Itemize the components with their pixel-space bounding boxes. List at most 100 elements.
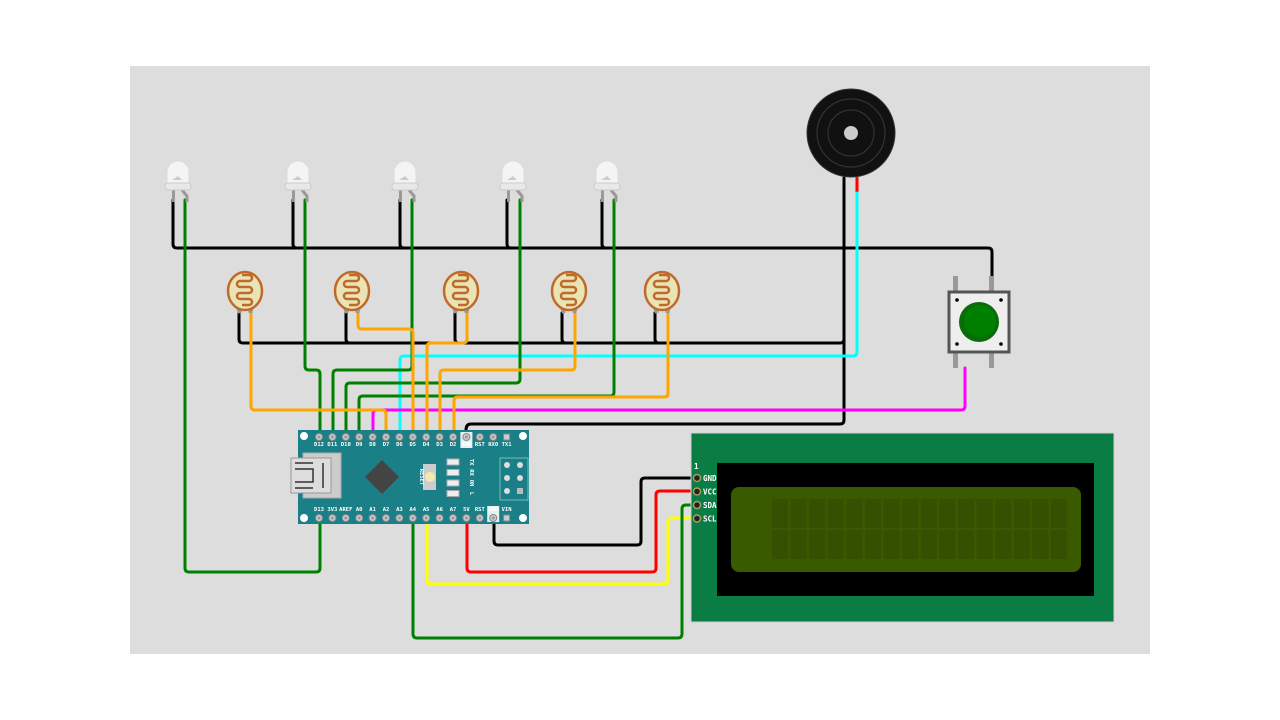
lcd-cell [958, 530, 974, 559]
nano-pin-aref[interactable]: AREF [339, 507, 352, 522]
wire-lcd-scl[interactable] [425, 516, 699, 586]
photoresistor-3[interactable] [442, 270, 480, 314]
lcd-cell [809, 499, 826, 528]
nano-pin-d9[interactable]: D9 [355, 433, 364, 449]
status-led-on [446, 479, 460, 487]
wire-buzzer-signal[interactable] [398, 191, 859, 439]
nano-pin-d3[interactable]: D3 [435, 433, 444, 449]
nano-pin-a5[interactable]: A5 [422, 507, 431, 522]
wire-ldr4-out[interactable] [438, 311, 577, 439]
nano-pin-a2[interactable]: A2 [382, 507, 390, 522]
lcd-cell [790, 530, 807, 559]
pushbutton[interactable] [947, 276, 1011, 368]
wire-ldr2-gnd[interactable] [344, 311, 352, 345]
wire-ldr1-out[interactable] [249, 311, 388, 439]
nano-pin-d4[interactable]: D4 [422, 433, 431, 449]
lcd-cell [902, 499, 919, 528]
lcd-cell [1013, 499, 1030, 528]
lcd-cell [883, 499, 900, 528]
wire-led4-anode[interactable] [344, 198, 522, 439]
lcd-cell [865, 499, 881, 528]
nano-pin-gnd[interactable]: GND [460, 432, 473, 448]
led-4[interactable] [499, 160, 527, 202]
lcd-cell [790, 499, 807, 528]
led-1[interactable] [164, 160, 192, 202]
nano-pin-vin[interactable]: VIN [502, 507, 512, 522]
pin-label: D8 [369, 442, 376, 448]
photoresistor-group [226, 270, 681, 314]
nano-pin-a0[interactable]: A0 [355, 507, 364, 522]
wire-ldr4-gnd[interactable] [560, 311, 568, 345]
nano-pin-rst[interactable]: RST [475, 433, 486, 449]
photoresistor-1[interactable] [226, 270, 264, 314]
wire-buzzer-gnd[interactable] [464, 176, 846, 439]
wire-ldr5-out[interactable] [452, 311, 670, 439]
nano-pin-tx1[interactable]: TX1 [502, 433, 513, 448]
wire-led3-cathode[interactable] [398, 198, 406, 250]
wire-lcd-sda[interactable] [411, 503, 699, 640]
nano-pin-d13[interactable]: D13 [314, 507, 324, 522]
lcd-cell [939, 530, 956, 559]
nano-pin-d6[interactable]: D6 [395, 433, 404, 449]
led-group [164, 160, 621, 202]
wire-led2-anode[interactable] [303, 198, 322, 439]
buzzer[interactable] [806, 88, 896, 178]
wire-lcd-vcc[interactable] [465, 489, 699, 574]
nano-pin-rx0[interactable]: RX0 [488, 433, 498, 449]
wire-button-signal[interactable] [371, 366, 967, 439]
wire-led1-anode[interactable] [183, 198, 322, 574]
nano-pin-d7[interactable]: D7 [382, 433, 390, 449]
lcd-cell [772, 530, 788, 559]
nano-pin-gnd[interactable]: GND [487, 506, 500, 522]
led-2[interactable] [284, 160, 312, 202]
led-3[interactable] [391, 160, 419, 202]
pin-label: A6 [436, 507, 443, 513]
lcd-pin-sda[interactable]: SDA [692, 500, 718, 510]
nano-pin-d11[interactable]: D11 [327, 433, 338, 449]
wire-lcd-gnd[interactable] [492, 476, 699, 547]
led-5[interactable] [593, 160, 621, 202]
lcd-cell [902, 530, 919, 559]
nano-pin-a4[interactable]: A4 [408, 507, 417, 522]
pin-label: A2 [383, 507, 390, 513]
reset-button[interactable] [423, 464, 436, 490]
wire-ldr2-out[interactable] [356, 311, 415, 439]
nano-pin-a1[interactable]: A1 [368, 507, 377, 522]
pin-label: GND [488, 507, 499, 513]
lcd-pin-gnd[interactable]: GND [692, 473, 718, 483]
nano-pin-a6[interactable]: A6 [435, 507, 444, 522]
nano-pin-d5[interactable]: D5 [408, 433, 417, 449]
nano-pin-d2[interactable]: D2 [449, 433, 457, 449]
pin-label: 3V3 [327, 507, 337, 513]
lcd-pin-label: SCL [703, 515, 717, 524]
nano-pin-5v[interactable]: 5V [462, 507, 471, 522]
nano-pin-rst[interactable]: RST [475, 507, 486, 522]
wire-led2-cathode[interactable] [291, 198, 299, 250]
lcd-pin-header: GND VCC SDA SCL [692, 473, 718, 524]
nano-pin-d10[interactable]: D10 [341, 433, 351, 449]
wire-led4-cathode[interactable] [505, 198, 513, 250]
photoresistor-4[interactable] [550, 270, 588, 314]
lcd-cell [1032, 530, 1049, 559]
mcu-chip [365, 460, 399, 494]
wire-ldr5-gnd[interactable] [653, 311, 661, 345]
nano-pin-a3[interactable]: A3 [395, 507, 404, 522]
nano-pin-3v3[interactable]: 3V3 [327, 507, 337, 522]
nano-pin-a7[interactable]: A7 [449, 507, 457, 522]
lcd-pin-scl[interactable]: SCL [692, 514, 718, 524]
wire-ldr3-out[interactable] [425, 311, 469, 439]
pin-label: D3 [436, 442, 443, 448]
lcd-pin-vcc[interactable]: VCC [692, 487, 717, 497]
nano-pin-d12[interactable]: D12 [314, 433, 324, 449]
photoresistor-2[interactable] [333, 270, 371, 314]
lcd-cell [1051, 499, 1067, 528]
lcd-cell [827, 530, 844, 559]
wire-led5-cathode[interactable] [600, 198, 608, 250]
lcd-pin-label: SDA [703, 501, 717, 510]
pin-label: A1 [369, 507, 376, 513]
nano-pin-d8[interactable]: D8 [368, 433, 377, 449]
wire-led-cathode-bus[interactable] [171, 198, 994, 282]
lcd-cell [976, 530, 993, 559]
photoresistor-5[interactable] [643, 270, 681, 314]
